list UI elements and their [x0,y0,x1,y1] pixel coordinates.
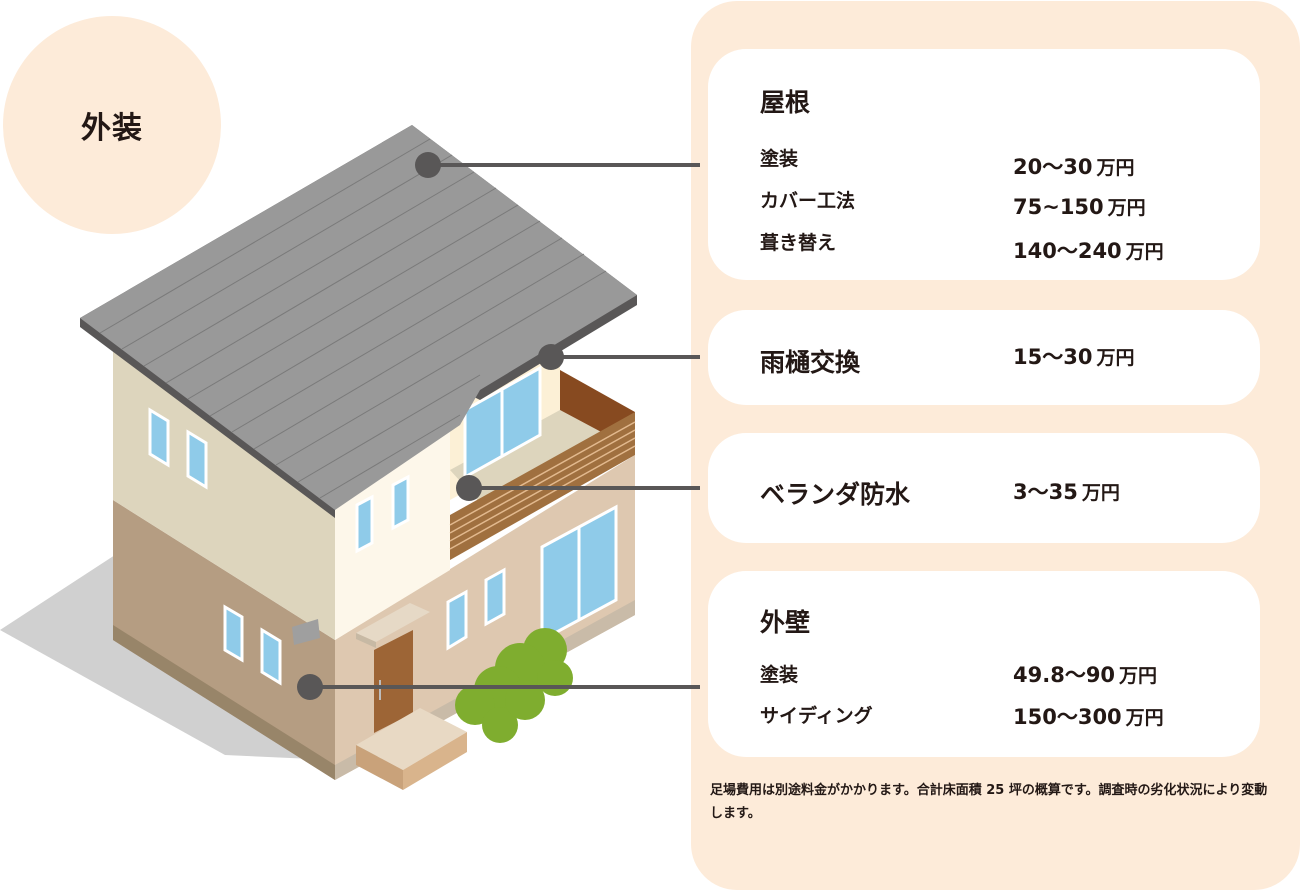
card-title: 雨樋交換 [760,348,861,377]
entrance-steps [356,708,467,770]
card-title: ベランダ防水 [760,480,911,509]
row-label: カバー工法 [760,190,856,212]
callout-dot-gutter [538,344,564,370]
card-title: 屋根 [760,88,811,117]
window [148,407,170,468]
foundation-left [113,625,335,780]
window [186,429,208,490]
row-label: 塗装 [760,148,799,170]
window [484,567,506,627]
section-title: 外装 [81,111,143,146]
upper-left-wall [113,345,335,640]
window [223,604,244,663]
roof [80,125,637,510]
card-title: 外壁 [760,608,811,637]
window [391,474,410,531]
callout-dot-veranda [456,475,482,501]
house-illustration [0,125,700,790]
window [355,494,374,554]
front-door [374,630,413,733]
entrance-canopy [356,603,430,642]
row-label: 葺き替え [760,232,837,254]
row-label: 塗装 [760,664,799,686]
callout-dot-wall [297,674,323,700]
window [446,589,468,651]
row-label: サイディング [760,705,873,727]
section-title-badge: 外装 [3,16,221,234]
window [260,627,282,686]
footnote: 足場費用は別途料金がかかります。合計床面積 25 坪の概算です。調査時の劣化状況… [710,783,1268,821]
meter-box [292,619,320,645]
callout-dot-roof [415,152,441,178]
